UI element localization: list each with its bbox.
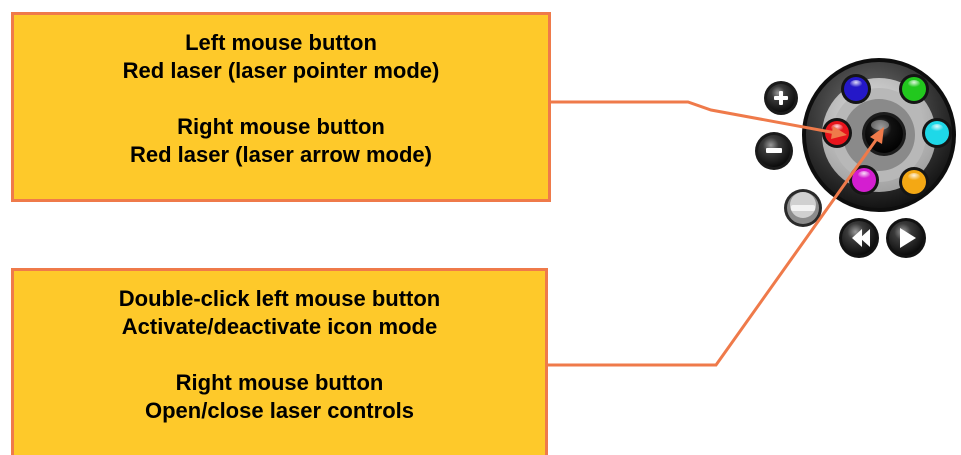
callout-bottom-line-1: Double-click left mouse button <box>118 286 441 311</box>
callout-bottom-line-2: Activate/deactivate icon mode <box>121 314 438 339</box>
laser-color-cyan-button[interactable] <box>922 118 952 148</box>
zoom-out-icon[interactable] <box>755 132 793 170</box>
callout-top-line-1: Left mouse button <box>185 30 377 55</box>
laser-color-green-button[interactable] <box>899 74 929 104</box>
laser-color-orange-button[interactable] <box>899 167 929 197</box>
laser-color-magenta-button[interactable] <box>849 165 879 195</box>
callout-top-line-4: Red laser (laser arrow mode) <box>129 142 432 167</box>
laser-color-blue-button[interactable] <box>841 74 871 104</box>
callout-double-click: Double-click left mouse button Activate/… <box>11 268 548 455</box>
callout-top-line-3: Right mouse button <box>177 114 385 139</box>
callout-bottom-line-3: Right mouse button <box>175 370 384 395</box>
callout-left-right-click: Left mouse button Red laser (laser point… <box>11 12 551 202</box>
connector-top <box>551 100 847 139</box>
callout-top-line-2: Red laser (laser pointer mode) <box>122 58 440 83</box>
callout-bottom-line-4: Open/close laser controls <box>145 398 414 423</box>
zoom-in-icon[interactable] <box>764 81 798 115</box>
minimize-icon[interactable] <box>784 189 822 227</box>
forward-icon[interactable] <box>886 218 926 258</box>
connector-bottom <box>548 127 884 367</box>
rewind-icon[interactable] <box>839 218 879 258</box>
